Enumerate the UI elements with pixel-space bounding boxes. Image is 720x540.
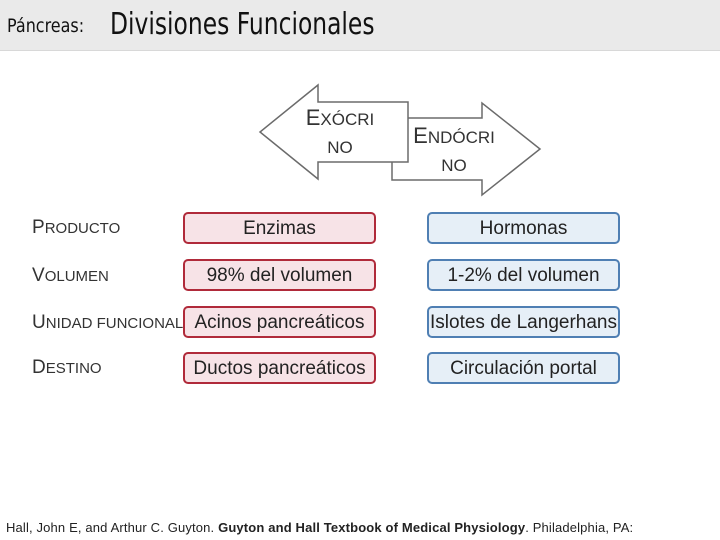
row-label-unidad-funcional: UNIDAD FUNCIONAL [32,312,184,333]
exocrine-destino-cell: Ductos pancreáticos [183,352,376,384]
row-label-destino: DESTINO [32,357,102,378]
endocrine-producto-cell: Hormonas [427,212,620,244]
exocrine-arrow [258,83,409,181]
exocrine-producto-cell: Enzimas [183,212,376,244]
title-prefix: Páncreas: [7,15,85,37]
endocrine-label: ENDÓCRI NO [413,123,495,175]
row-label-producto: PRODUCTO [32,217,121,238]
endocrine-destino-cell: Circulación portal [427,352,620,384]
endocrine-unidad-cell: Islotes de Langerhans [427,306,620,338]
endocrine-volumen-cell: 1-2% del volumen [427,259,620,291]
page-title: Divisiones Funcionales [110,7,375,42]
title-bar: Páncreas: Divisiones Funcionales [0,0,720,51]
row-label-volumen: VOLUMEN [32,265,109,286]
exocrine-unidad-cell: Acinos pancreáticos [183,306,376,338]
citation: Hall, John E, and Arthur C. Guyton. Guyt… [6,520,634,535]
arrows-diagram [258,83,542,197]
exocrine-label: EXÓCRI NO [305,105,375,157]
exocrine-volumen-cell: 98% del volumen [183,259,376,291]
endocrine-arrow [391,101,542,197]
